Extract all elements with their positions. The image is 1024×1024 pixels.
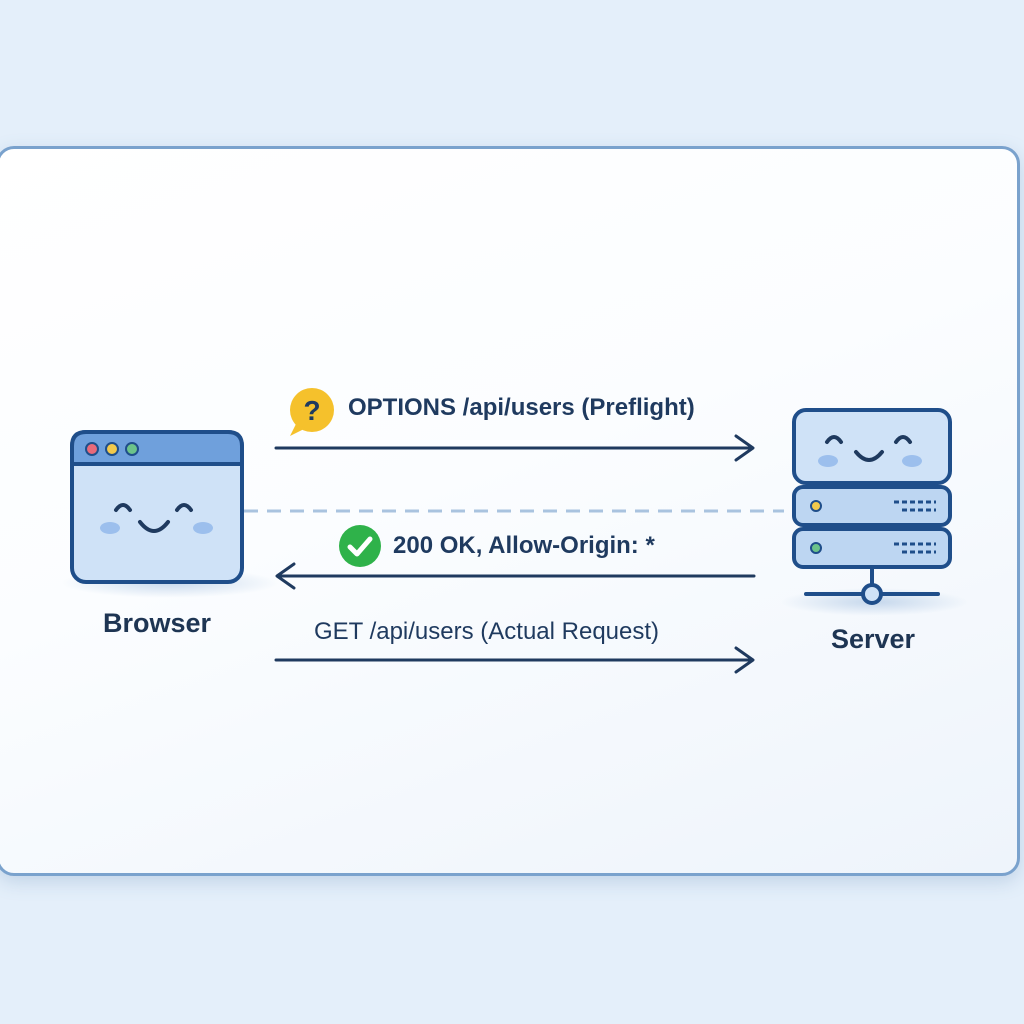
svg-text:?: ? xyxy=(303,395,320,426)
check-icon xyxy=(339,525,381,567)
message-get-label: GET /api/users (Actual Request) xyxy=(314,618,660,645)
server-label: Server xyxy=(830,624,916,654)
message-200-ok-label: 200 OK, Allow-Origin: * xyxy=(393,532,655,559)
question-icon: ? xyxy=(290,388,334,436)
browser-label: Browser xyxy=(102,608,212,638)
arrow-options xyxy=(274,434,755,462)
server-icon xyxy=(792,408,952,605)
dashed-separator xyxy=(244,509,784,513)
arrow-get xyxy=(274,646,755,674)
message-options-label: OPTIONS /api/users (Preflight) xyxy=(348,394,695,421)
arrow-response xyxy=(275,562,756,590)
browser-icon xyxy=(70,430,244,584)
